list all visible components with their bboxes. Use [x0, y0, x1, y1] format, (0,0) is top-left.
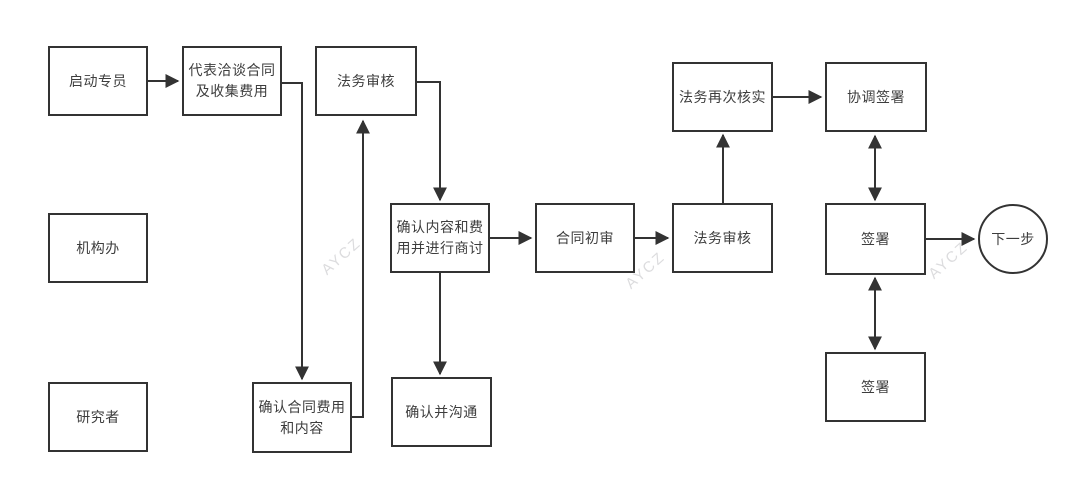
- node-confirm-and-communicate[interactable]: 确认并沟通: [391, 377, 492, 447]
- node-legal-recheck[interactable]: 法务再次核实: [672, 62, 773, 132]
- node-negotiate-contract-collect-fee[interactable]: 代表洽谈合同 及收集费用: [182, 46, 282, 116]
- node-researcher[interactable]: 研究者: [48, 382, 148, 452]
- connector-fawutop-to-querennrfy: [417, 81, 447, 202]
- node-next-step-circle[interactable]: 下一步: [978, 204, 1048, 274]
- node-legal-review-top[interactable]: 法务审核: [315, 46, 417, 116]
- node-sign-mid[interactable]: 签署: [825, 203, 926, 275]
- node-institution-office[interactable]: 机构办: [48, 213, 148, 283]
- node-confirm-content-fee-discuss[interactable]: 确认内容和费 用并进行商讨: [390, 203, 490, 273]
- node-sign-bottom[interactable]: 签署: [825, 352, 926, 422]
- connector-querenhtfy-to-fawutop: [352, 119, 370, 418]
- node-coordinate-signing[interactable]: 协调签署: [825, 62, 927, 132]
- connector-daibiao-to-querenhtfy: [282, 82, 309, 381]
- node-legal-review-mid[interactable]: 法务审核: [672, 203, 773, 273]
- node-contract-first-review[interactable]: 合同初审: [535, 203, 635, 273]
- node-launch-specialist[interactable]: 启动专员: [48, 46, 148, 116]
- node-confirm-contract-fee-content[interactable]: 确认合同费用 和内容: [252, 382, 352, 453]
